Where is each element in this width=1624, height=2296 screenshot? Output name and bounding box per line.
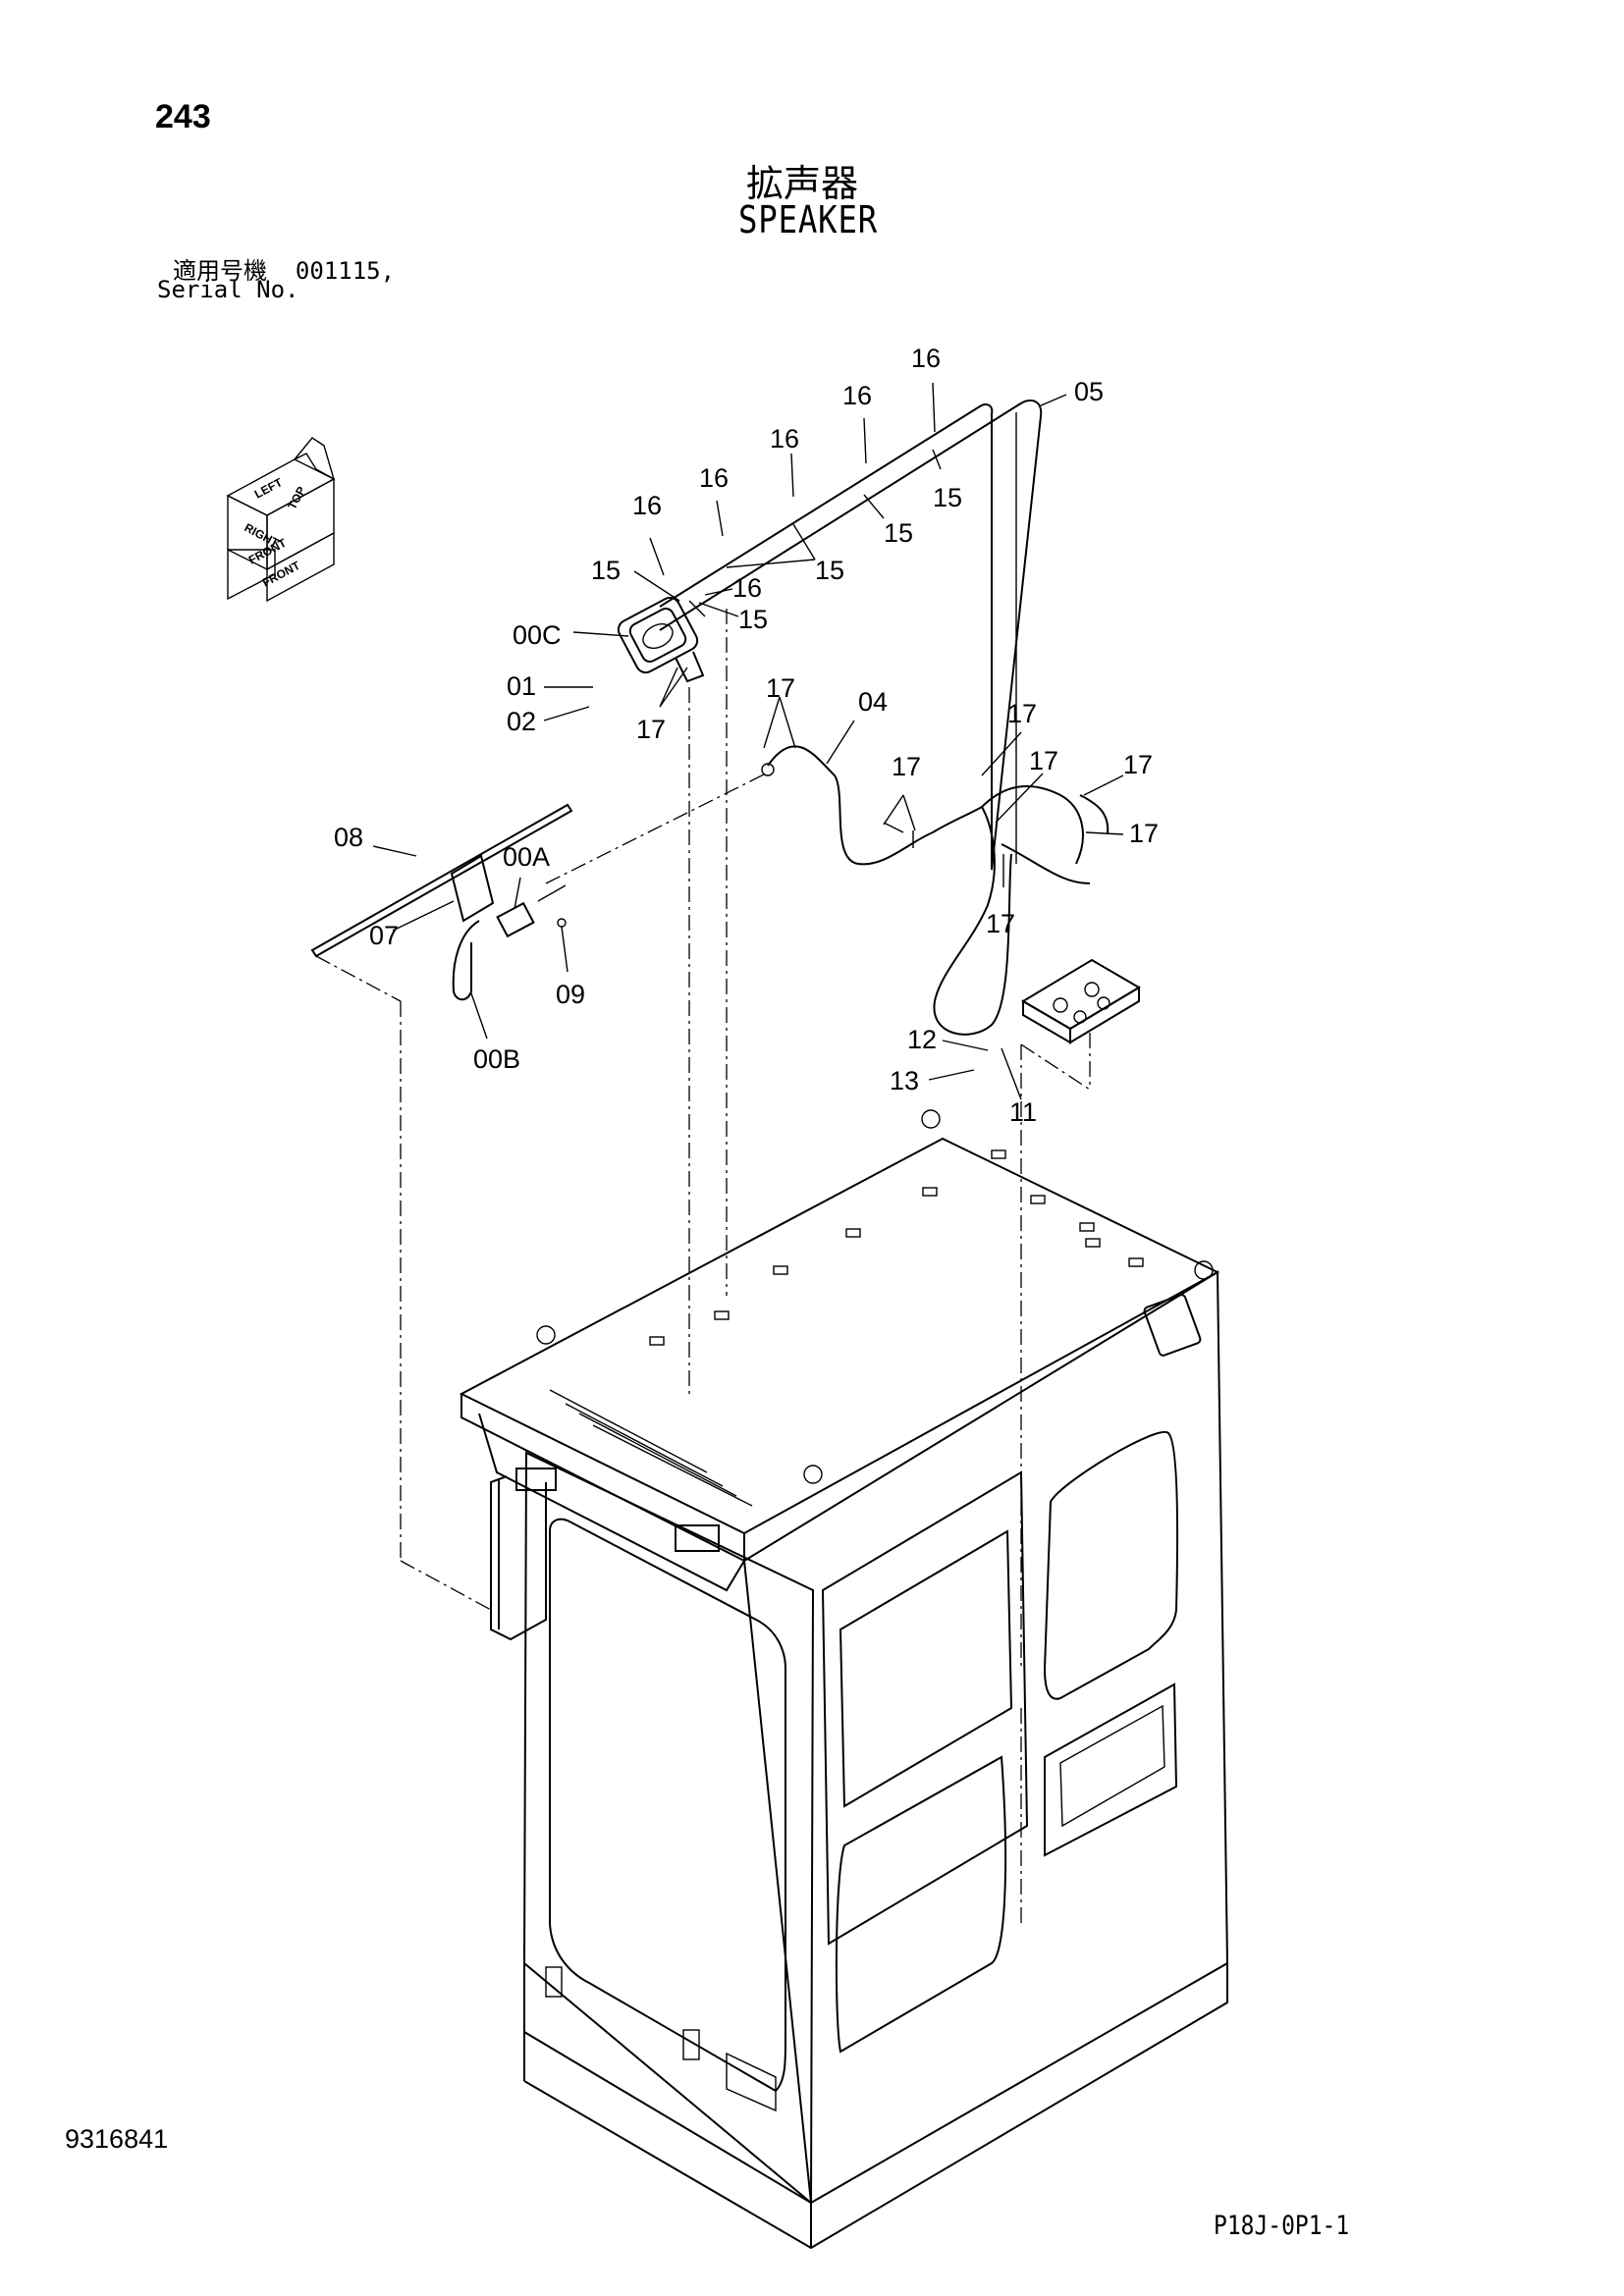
orientation-label-left: LEFT	[252, 475, 286, 502]
callout-15: 15	[933, 483, 962, 512]
callout-16: 16	[732, 573, 762, 603]
callout-17: 17	[1123, 750, 1153, 779]
orientation-marker: LEFT TOP RIGHT FRONT FRONT	[226, 437, 336, 603]
callout-16: 16	[842, 381, 872, 410]
callout-08: 08	[334, 823, 363, 852]
callout-15: 15	[738, 605, 768, 634]
callout-17: 17	[1129, 819, 1159, 848]
orientation-label-top: TOP	[285, 484, 308, 511]
serial-value: 001115,	[295, 257, 396, 285]
callout-16: 16	[770, 424, 799, 454]
callout-16: 16	[911, 344, 941, 373]
callout-00B: 00B	[473, 1044, 520, 1074]
callout-00C: 00C	[513, 620, 562, 650]
callout-02: 02	[507, 707, 536, 736]
callout-04: 04	[858, 687, 888, 717]
leader-lines	[372, 382, 1124, 1100]
callout-09: 09	[556, 980, 585, 1009]
title-english: SPEAKER	[738, 198, 879, 241]
mounting-plate	[1021, 958, 1141, 1044]
wire-harness-04	[761, 745, 1110, 1036]
operator-cab	[459, 1109, 1229, 2250]
callout-13: 13	[890, 1066, 919, 1095]
callout-01: 01	[507, 671, 536, 701]
title-japanese: 拡声器	[746, 162, 859, 205]
assembly-lines	[315, 609, 1091, 1924]
callout-17: 17	[1007, 699, 1037, 728]
wire-harness-05	[659, 400, 1043, 871]
callout-15: 15	[884, 518, 913, 548]
callout-17: 17	[986, 909, 1015, 938]
page-number: 243	[155, 98, 211, 135]
antenna-assembly	[310, 803, 573, 1001]
callouts: 16 05 16 16 16 15 16 15 15 15 16 15 00C …	[334, 344, 1159, 1127]
callout-07: 07	[369, 921, 399, 950]
callout-00A: 00A	[503, 842, 550, 872]
serial-label-english: Serial No.	[157, 276, 299, 303]
callout-15: 15	[815, 556, 844, 585]
callout-17: 17	[892, 752, 921, 781]
callout-16: 16	[632, 491, 662, 520]
callout-17: 17	[1029, 746, 1058, 775]
callout-11: 11	[1009, 1097, 1037, 1127]
serial-label-jp-text: 適用号機	[173, 257, 267, 285]
callout-15: 15	[591, 556, 621, 585]
serial-label-japanese: 適用号機 001115,	[173, 251, 395, 286]
callout-17: 17	[636, 715, 666, 744]
document-number: 9316841	[65, 2124, 169, 2154]
callout-16: 16	[699, 463, 729, 493]
callout-12: 12	[907, 1025, 937, 1054]
speaker-00C	[617, 596, 706, 683]
sheet-code: P18J-0P1-1	[1214, 2211, 1350, 2241]
callout-05: 05	[1074, 377, 1104, 406]
callout-17: 17	[766, 673, 795, 703]
